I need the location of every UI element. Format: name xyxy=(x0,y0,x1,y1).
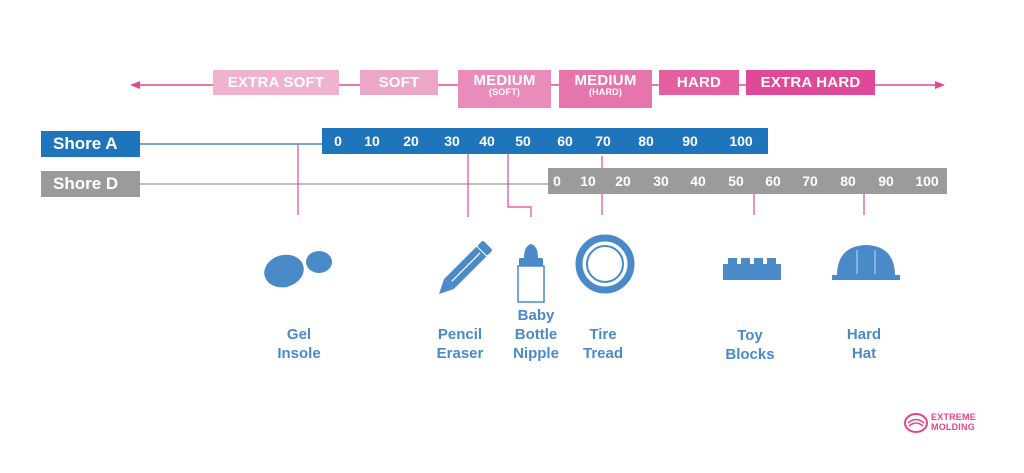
label-line: Eraser xyxy=(436,345,484,362)
label-baby-bottle-nipple: Baby Bottle Nipple xyxy=(491,306,581,363)
category-label: MEDIUM xyxy=(473,72,536,89)
tick-label: 100 xyxy=(915,173,939,189)
tick-label: 20 xyxy=(403,133,419,149)
tick-label: 80 xyxy=(840,173,856,189)
label-pencil-eraser: Pencil Eraser xyxy=(415,325,505,363)
baby-bottle-icon xyxy=(517,244,545,303)
tick-label: 0 xyxy=(334,133,342,149)
tick-label: 40 xyxy=(479,133,495,149)
label-line: Blocks xyxy=(725,346,775,363)
shore-d-label: Shore D xyxy=(41,171,140,197)
shore-a-label-text: Shore A xyxy=(53,134,118,153)
shore-a-label: Shore A xyxy=(41,131,140,157)
label-line: Gel xyxy=(286,326,312,343)
tick-label: 90 xyxy=(878,173,894,189)
tick-label: 40 xyxy=(690,173,706,189)
label-toy-blocks: Toy Blocks xyxy=(705,326,795,364)
label-line: Baby xyxy=(517,307,555,324)
shore-d-scale-bar: 0 10 20 30 40 50 60 70 80 90 100 xyxy=(548,168,947,194)
category-hard: HARD xyxy=(659,70,739,95)
logo-line: MOLDING xyxy=(931,422,975,432)
toy-blocks-icon xyxy=(723,258,781,280)
label-tire-tread: Tire Tread xyxy=(558,325,648,363)
hard-hat-icon xyxy=(832,245,900,280)
footprint-icon xyxy=(264,251,332,288)
label-line: Toy xyxy=(737,327,763,344)
category-label: MEDIUM xyxy=(574,72,637,89)
label-line: Tire xyxy=(589,326,617,343)
category-sublabel: (SOFT) xyxy=(488,87,521,97)
label-gel-insole: Gel Insole xyxy=(254,325,344,363)
tick-label: 0 xyxy=(553,173,561,189)
shore-d-label-text: Shore D xyxy=(53,174,119,193)
tick-label: 30 xyxy=(444,133,460,149)
logo-line: EXTREME xyxy=(931,412,976,422)
tick-label: 10 xyxy=(580,173,596,189)
category-label: EXTRA SOFT xyxy=(227,74,325,91)
tick-label: 10 xyxy=(364,133,380,149)
category-medium-soft: MEDIUM (SOFT) xyxy=(458,70,551,108)
tick-label: 30 xyxy=(653,173,669,189)
tick-label: 20 xyxy=(615,173,631,189)
logo-mark-icon xyxy=(904,413,928,433)
tick-label: 70 xyxy=(802,173,818,189)
category-extra-hard: EXTRA HARD xyxy=(746,70,875,95)
tick-label: 60 xyxy=(557,133,573,149)
shore-a-scale-bar: 0 10 20 30 40 50 60 70 80 90 100 xyxy=(322,128,768,154)
label-line: Hard xyxy=(846,326,882,343)
label-line: Bottle xyxy=(514,326,558,343)
tick-label: 80 xyxy=(638,133,654,149)
label-line: Insole xyxy=(277,345,321,362)
label-hard-hat: Hard Hat xyxy=(819,325,909,363)
category-label: HARD xyxy=(676,74,722,91)
tick-label: 90 xyxy=(682,133,698,149)
label-line: Tread xyxy=(582,345,624,362)
label-line: Nipple xyxy=(513,345,559,362)
brand-logo: EXTREME MOLDING xyxy=(931,412,976,432)
category-label: SOFT xyxy=(378,74,420,91)
tire-icon xyxy=(575,234,635,294)
tick-label: 100 xyxy=(729,133,753,149)
tick-label: 60 xyxy=(765,173,781,189)
category-sublabel: (HARD) xyxy=(588,87,623,97)
label-line: Pencil xyxy=(437,326,483,343)
category-soft: SOFT xyxy=(360,70,438,95)
category-extra-soft: EXTRA SOFT xyxy=(213,70,339,95)
tick-label: 70 xyxy=(595,133,611,149)
pencil-icon xyxy=(439,241,492,294)
tick-label: 50 xyxy=(515,133,531,149)
category-label: EXTRA HARD xyxy=(760,74,861,91)
category-medium-hard: MEDIUM (HARD) xyxy=(559,70,652,108)
label-line: Hat xyxy=(851,345,877,362)
tick-label: 50 xyxy=(728,173,744,189)
